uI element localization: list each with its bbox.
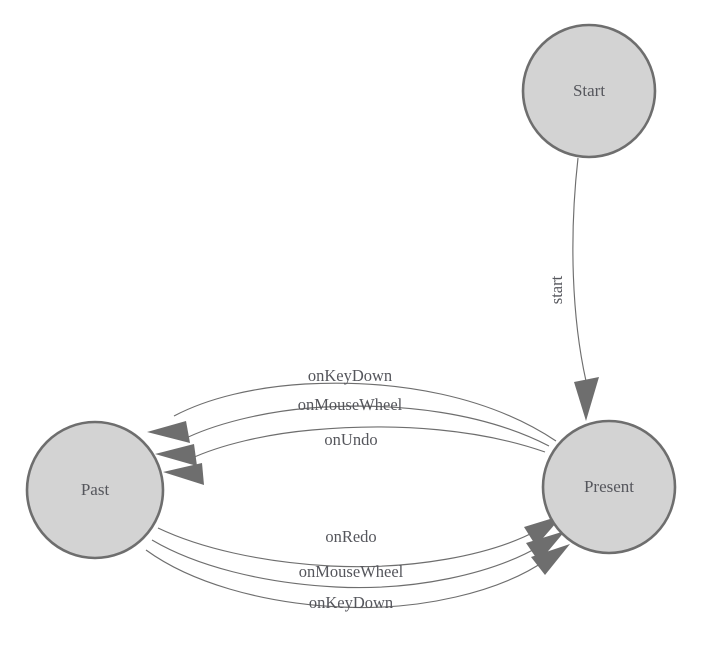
edge-path-present-to-past-keydown	[173, 382, 557, 442]
arrowhead-past-to-present-keydown	[531, 544, 570, 575]
node-start-label: Start	[573, 81, 605, 100]
edge-start-to-present[interactable]: start	[547, 157, 599, 421]
edge-path-start-to-present	[572, 157, 587, 382]
node-present-label: Present	[584, 477, 634, 496]
edge-label-past-to-present-keydown: onKeyDown	[309, 593, 393, 612]
edge-present-to-past-wheel[interactable]: onMouseWheel	[155, 395, 550, 466]
edge-label-present-to-past-keydown: onKeyDown	[308, 366, 392, 385]
edge-present-to-past-keydown[interactable]: onKeyDown	[147, 366, 557, 443]
node-past-label: Past	[81, 480, 110, 499]
arrowhead-present-to-past-keydown	[147, 421, 190, 443]
edge-label-past-to-present-redo: onRedo	[325, 527, 376, 546]
edge-past-to-present-redo[interactable]: onRedo	[157, 515, 563, 568]
edge-path-present-to-past-wheel	[181, 405, 550, 447]
edge-path-past-to-present-wheel	[151, 539, 541, 589]
edge-past-to-present-keydown[interactable]: onKeyDown	[145, 544, 570, 612]
edge-path-past-to-present-keydown	[145, 549, 547, 609]
arrowhead-present-to-past-undo	[163, 463, 204, 485]
edge-path-present-to-past-undo	[189, 426, 546, 460]
edge-label-present-to-past-wheel: onMouseWheel	[298, 395, 403, 414]
edge-path-past-to-present-redo	[157, 527, 539, 568]
arrowhead-present-to-past-wheel	[155, 444, 197, 466]
arrowhead-start-to-present	[574, 377, 599, 421]
edge-past-to-present-wheel[interactable]: onMouseWheel	[151, 531, 565, 589]
node-start[interactable]: Start	[521, 23, 657, 159]
edge-label-start-to-present: start	[547, 275, 566, 304]
edge-label-present-to-past-undo: onUndo	[324, 430, 377, 449]
arrowhead-past-to-present-wheel	[526, 531, 565, 562]
node-past-circle	[25, 420, 165, 560]
edge-present-to-past-undo[interactable]: onUndo	[163, 426, 546, 485]
node-present-circle	[541, 419, 677, 555]
node-present[interactable]: Present	[541, 419, 677, 555]
node-start-circle	[521, 23, 657, 159]
node-past[interactable]: Past	[25, 420, 165, 560]
edge-label-past-to-present-wheel: onMouseWheel	[299, 562, 404, 581]
